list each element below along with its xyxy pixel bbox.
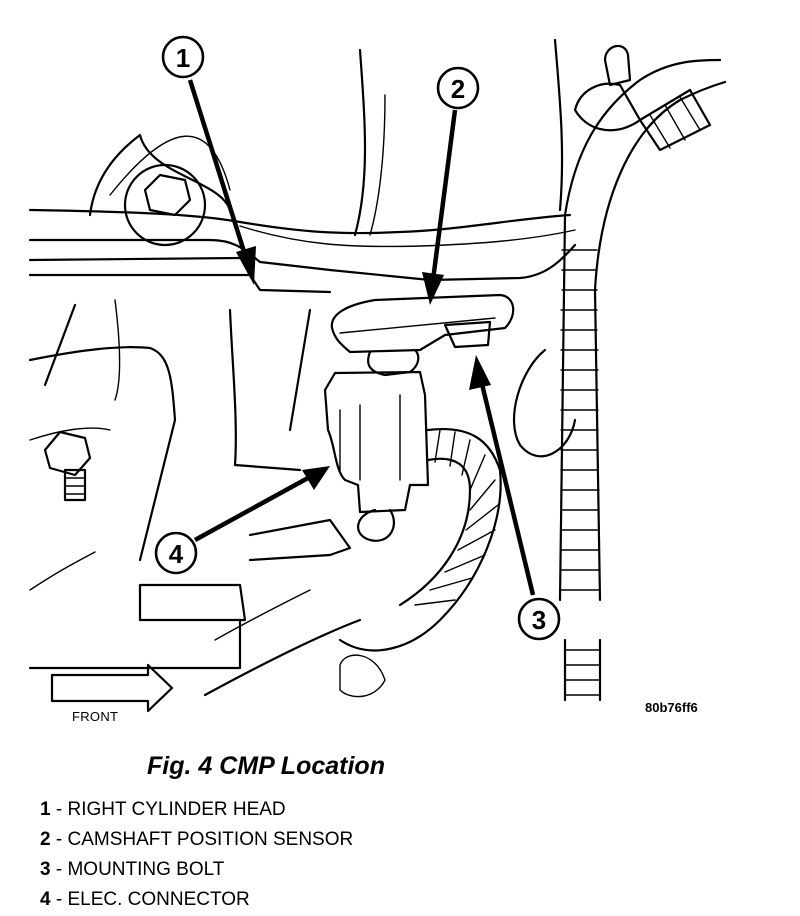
callout-1: 1 <box>161 35 205 79</box>
cylinder-head-outline <box>28 38 577 698</box>
electrical-connector <box>323 370 430 542</box>
figure-code: 80b76ff6 <box>645 700 698 715</box>
front-direction-arrow <box>50 663 174 713</box>
leader-3 <box>469 355 536 596</box>
svg-text:3: 3 <box>532 605 546 635</box>
callout-2: 2 <box>436 66 480 110</box>
cmp-location-illustration: 1 2 3 4 <box>28 35 727 713</box>
callout-4: 4 <box>154 531 198 575</box>
legend-item: 3 - MOUNTING BOLT <box>40 859 225 880</box>
legend-item: 2 - CAMSHAFT POSITION SENSOR <box>40 829 354 850</box>
wiring-harness <box>338 348 577 652</box>
mounting-bolt <box>443 320 492 349</box>
svg-text:2: 2 <box>451 74 465 104</box>
figure-caption: Fig. 4 CMP Location <box>147 752 385 780</box>
front-label: FRONT <box>72 709 119 724</box>
legend-item: 1 - RIGHT CYLINDER HEAD <box>40 799 286 820</box>
camshaft-position-sensor <box>330 293 515 377</box>
leader-4 <box>193 466 330 542</box>
leader-1 <box>187 79 256 285</box>
head-bolt-upper <box>123 163 207 247</box>
main-harness-conduit <box>558 44 727 702</box>
svg-text:4: 4 <box>169 539 184 569</box>
svg-text:1: 1 <box>176 43 190 73</box>
callout-legend: 1 - RIGHT CYLINDER HEAD 2 - CAMSHAFT POS… <box>40 795 353 915</box>
leader-2 <box>422 109 458 305</box>
legend-item: 4 - ELEC. CONNECTOR <box>40 889 250 910</box>
head-bolt-lower <box>43 430 92 502</box>
callout-3: 3 <box>517 597 561 641</box>
